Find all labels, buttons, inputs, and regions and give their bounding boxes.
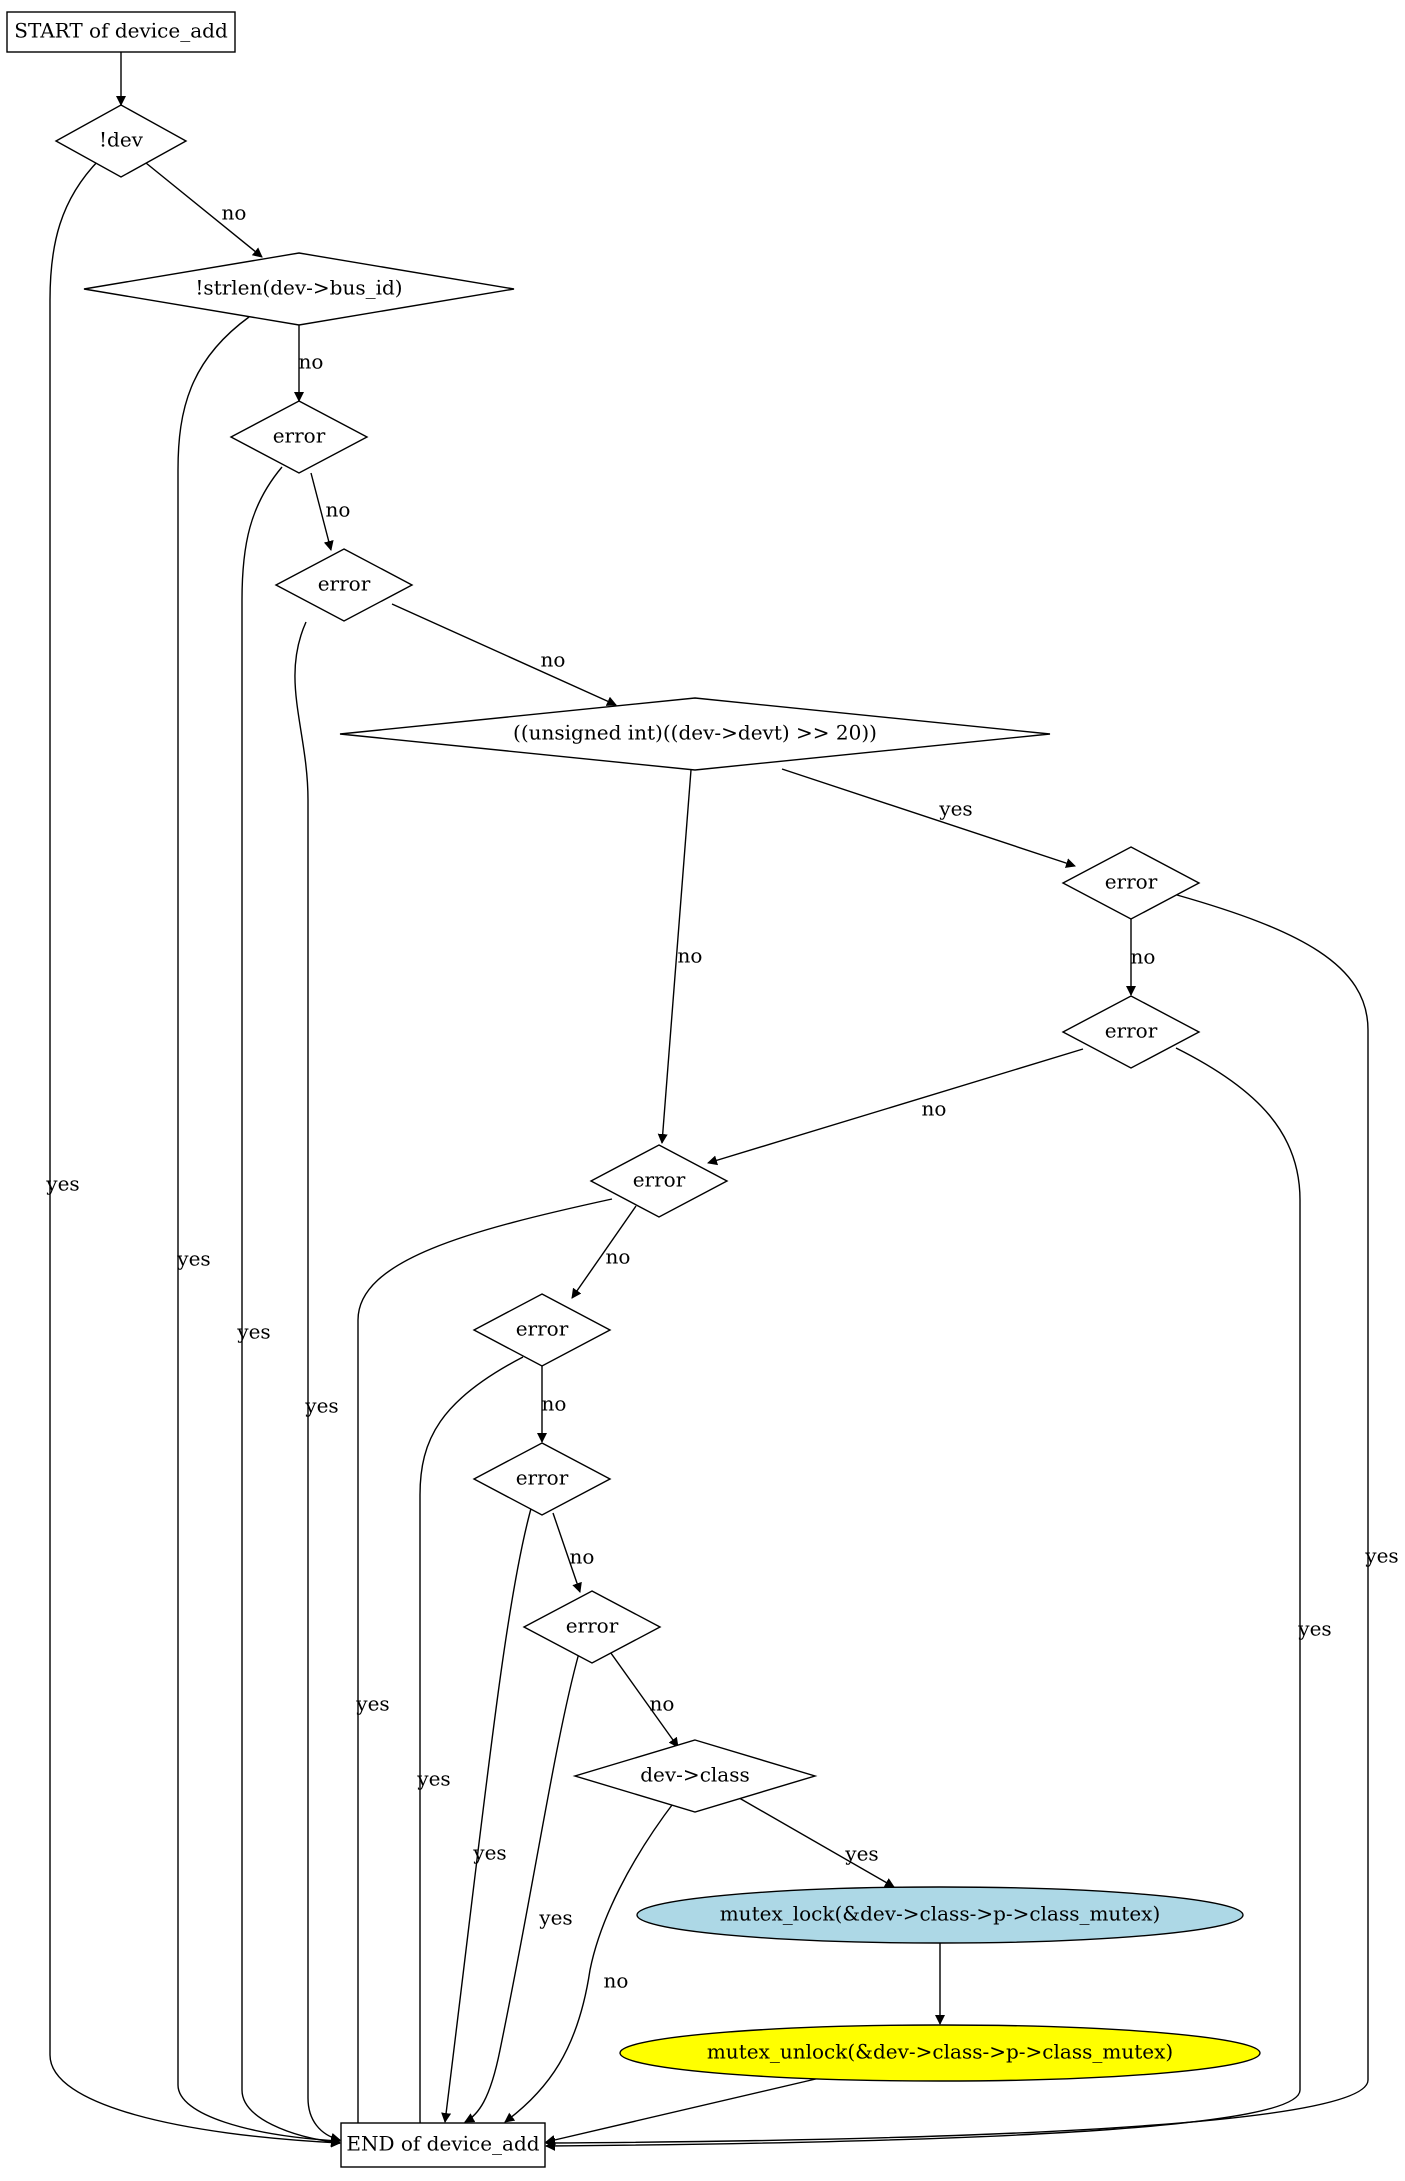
edge-d_err5-to-end: [353, 1198, 613, 2136]
node-start-shape: [6, 11, 236, 53]
edge-label-no: no: [326, 498, 351, 522]
node-d-err1-label: error: [273, 424, 326, 448]
node-end-shape: [340, 2122, 546, 2168]
node-d-err4-shape: [1061, 995, 1201, 1069]
node-d-strlen-label: !strlen(dev->bus_id): [195, 276, 402, 300]
edge-label-no: no: [678, 944, 703, 968]
edge-label-yes: yes: [938, 797, 972, 821]
edge-label-yes: yes: [1297, 1617, 1331, 1641]
node-lock-label: mutex_lock(&dev->class->p->class_mutex): [720, 1902, 1161, 1926]
node-d-err8-shape: [522, 1590, 662, 1664]
edge-label-yes: yes: [472, 1841, 506, 1865]
edge-label-no: no: [570, 1545, 595, 1569]
node-d-err6-label: error: [516, 1317, 569, 1341]
edge-label-yes: yes: [355, 1692, 389, 1716]
edge-d_err4-to-end: [545, 1047, 1301, 2151]
edge-d_err5-to-d_err6: [571, 1205, 637, 1299]
edge-d_err2-to-d_major: [391, 603, 617, 706]
edge-d_err2-to-end: [294, 621, 341, 2143]
edge-d_err7-to-d_err8: [552, 1512, 582, 1593]
edge-label-no: no: [1131, 945, 1156, 969]
edge-d_dev-to-d_strlen: [145, 162, 263, 258]
edge-label-yes: yes: [304, 1394, 338, 1418]
edge-label-no: no: [542, 1392, 567, 1416]
node-d-class-label: dev->class: [640, 1763, 750, 1787]
edge-label-no: no: [650, 1692, 675, 1716]
node-d-err7-shape: [472, 1442, 612, 1516]
node-d-err4-label: error: [1105, 1019, 1158, 1043]
edge-label-no: no: [299, 350, 324, 374]
node-d-err3-label: error: [1105, 870, 1158, 894]
edges-layer: no yes no yes no yes no yes yes no no yes no yes no yes…: [45, 52, 1399, 2151]
node-d-class-shape: [572, 1739, 818, 1813]
edge-d_err7-to-end: [441, 1504, 533, 2123]
edge-d_major-to-d_err5: [657, 769, 692, 1144]
edge-d_err8-to-d_class: [607, 1648, 679, 1748]
edge-label-no: no: [604, 1969, 629, 1993]
node-d-err2-label: error: [318, 572, 371, 596]
node-d-err5-label: error: [633, 1168, 686, 1192]
edge-label-yes: yes: [416, 1767, 450, 1791]
node-lock-shape: [636, 1886, 1244, 1944]
edge-label-yes: yes: [176, 1247, 210, 1271]
edge-label-no: no: [922, 1097, 947, 1121]
edge-d_class-to-lock: [733, 1794, 895, 1888]
edge-label-yes: yes: [538, 1906, 572, 1930]
edge-label-no: no: [222, 201, 247, 225]
edge-unlock-to-end: [545, 2077, 821, 2145]
edge-d_class-to-end: [504, 1800, 676, 2123]
edge-d_dev-to-end: [49, 159, 341, 2148]
node-d-err7-label: error: [516, 1466, 569, 1490]
edge-label-no: no: [541, 648, 566, 672]
edge-d_major-to-d_err3: [781, 768, 1076, 868]
edge-label-yes: yes: [1364, 1544, 1398, 1568]
node-d-major-label: ((unsigned int)((dev->devt) >> 20)): [513, 721, 877, 745]
node-d-dev-shape: [54, 104, 188, 178]
node-d-err1-shape: [229, 400, 369, 474]
node-start-label: START of device_add: [14, 19, 228, 43]
node-d-err5-shape: [589, 1144, 729, 1218]
edge-label-yes: yes: [45, 1172, 79, 1196]
nodes-layer: START of device_add !dev !strlen(dev->bus_…: [6, 11, 1261, 2168]
edge-d_err1-to-d_err2: [310, 472, 334, 551]
node-d-dev-label: !dev: [99, 128, 144, 152]
node-d-major-shape: [339, 697, 1051, 771]
edge-d_err4-to-d_err5: [707, 1048, 1084, 1166]
edge-label-yes: yes: [844, 1842, 878, 1866]
node-unlock-shape: [619, 2024, 1261, 2082]
edge-d_err1-to-end: [241, 466, 341, 2147]
edge-d_err3-to-end: [545, 894, 1369, 2148]
node-d-strlen-shape: [83, 252, 515, 326]
node-unlock-label: mutex_unlock(&dev->class->p->class_mutex…: [707, 2040, 1173, 2064]
node-end-label: END of device_add: [346, 2132, 539, 2156]
node-d-err3-shape: [1061, 846, 1201, 920]
node-d-err6-shape: [472, 1293, 612, 1367]
edge-d_err8-to-end: [464, 1652, 580, 2123]
edge-d_strlen-to-end: [177, 316, 341, 2146]
edge-label-yes: yes: [236, 1320, 270, 1344]
edge-label-no: no: [606, 1245, 631, 1269]
node-d-err2-shape: [274, 548, 414, 622]
node-d-err8-label: error: [566, 1614, 619, 1638]
